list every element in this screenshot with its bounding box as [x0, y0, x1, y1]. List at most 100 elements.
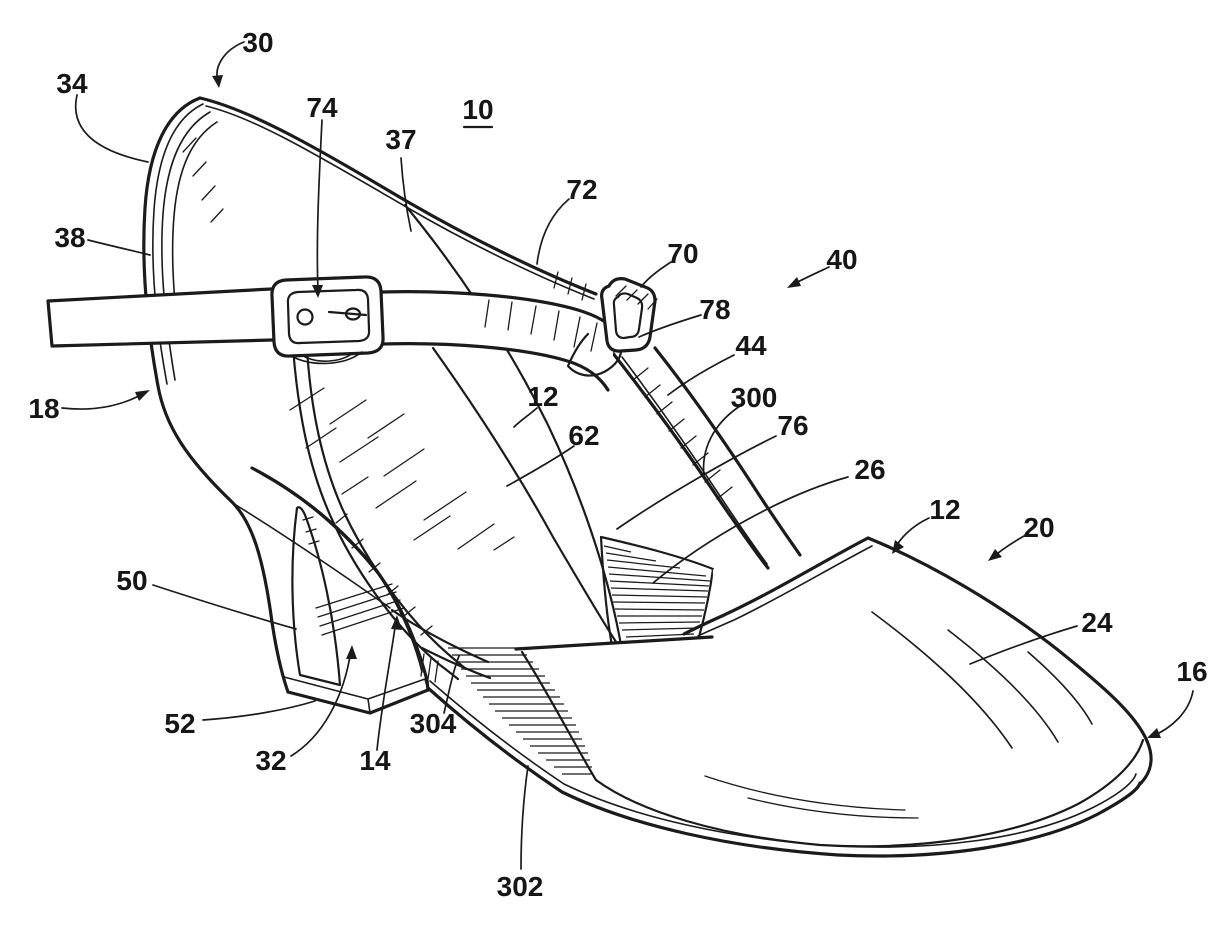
ref-label-302: 302 — [497, 765, 543, 902]
ref-text-74: 74 — [306, 92, 338, 123]
buckle-inner-frame — [286, 288, 371, 345]
ref-text-32: 32 — [255, 745, 286, 776]
quarter-front-lower-edge — [431, 346, 622, 650]
arrowhead-32 — [346, 645, 357, 659]
strap-ticks — [484, 299, 598, 352]
ref-label-74: 74 — [306, 92, 338, 298]
ref-text-70: 70 — [667, 238, 698, 269]
leader-70 — [640, 261, 672, 288]
leader-44 — [667, 354, 735, 396]
ref-label-76: 76 — [616, 410, 809, 530]
ref-label-304: 304 — [410, 655, 460, 739]
arch-hatch-304 — [448, 647, 593, 775]
ref-label-34: 34 — [56, 68, 149, 163]
leader-304 — [443, 655, 460, 714]
vamp-bottom-opening-edge — [514, 635, 714, 651]
leader-26 — [652, 476, 849, 584]
arrowhead-20 — [988, 549, 1002, 561]
leader-38 — [87, 239, 151, 256]
strap-under-buckle — [290, 351, 363, 365]
strap-left-edges — [46, 287, 274, 348]
ref-label-30: 30 — [212, 27, 274, 88]
ref-text-62: 62 — [568, 420, 599, 451]
ref-label-38: 38 — [54, 222, 151, 256]
toe-lower-curves — [704, 775, 919, 819]
gore-band — [599, 535, 715, 648]
ref-label-16: 16 — [1147, 656, 1208, 738]
ref-text-34: 34 — [56, 68, 88, 99]
footbed-hatch-ticks — [289, 387, 515, 551]
ref-text-26: 26 — [854, 454, 885, 485]
loop-inner — [612, 292, 644, 340]
arrowhead-30 — [212, 75, 223, 88]
ref-label-44: 44 — [667, 330, 767, 396]
gore-hatch — [603, 545, 711, 638]
ref-label-40: 40 — [787, 244, 858, 288]
ref-text-44: 44 — [735, 330, 767, 361]
buckle-strap-hole — [296, 308, 314, 326]
toe-highlight-curves — [871, 611, 1093, 749]
ref-text-40: 40 — [826, 244, 857, 275]
leader-50 — [152, 584, 297, 630]
strap-left-body — [48, 289, 272, 346]
ref-label-18: 18 — [28, 390, 150, 424]
leader-52 — [202, 700, 316, 721]
ref-text-12-right: 12 — [929, 494, 960, 525]
ref-text-78: 78 — [699, 294, 730, 325]
t-strap-body — [612, 348, 800, 568]
sole-mid-line — [429, 680, 1137, 848]
shank-top-lines — [390, 608, 492, 680]
arrowhead-74 — [312, 285, 323, 298]
leader-24 — [969, 625, 1078, 665]
t-strap-ticks — [632, 367, 733, 500]
ref-label-37: 37 — [385, 124, 417, 232]
quarter-inner-ticks — [182, 137, 224, 223]
toe-front-edge — [1138, 739, 1153, 786]
ref-label-12-right: 12 — [892, 494, 961, 554]
gore-outline — [599, 535, 715, 648]
ref-text-304: 304 — [410, 708, 457, 739]
leader-74 — [316, 119, 323, 291]
strap-loop — [600, 277, 658, 353]
leader-32 — [290, 649, 352, 757]
ref-text-16: 16 — [1176, 656, 1207, 687]
heel-window-outline — [291, 506, 342, 687]
arrowhead-12-right — [892, 540, 904, 554]
ref-text-24: 24 — [1081, 607, 1113, 638]
ref-text-72: 72 — [566, 174, 597, 205]
t-strap — [610, 346, 802, 570]
arrowhead-18 — [135, 390, 150, 401]
ref-label-24: 24 — [969, 607, 1113, 665]
leader-62 — [506, 445, 575, 487]
ref-label-12-mid: 12 — [513, 381, 559, 428]
leader-300 — [702, 405, 741, 477]
quarter-back-outline — [142, 96, 290, 694]
ref-label-32: 32 — [255, 645, 357, 776]
strap-fold-end — [566, 330, 623, 377]
ref-label-72: 72 — [536, 174, 598, 265]
leader-18 — [61, 391, 147, 410]
ankle-strap-and-buckle — [46, 275, 623, 392]
ref-label-10: 10 — [462, 94, 494, 129]
t-strap-binding-line — [621, 356, 768, 565]
ref-text-20: 20 — [1023, 512, 1054, 543]
ref-label-78: 78 — [638, 294, 731, 338]
heel-seat-line — [235, 504, 391, 609]
heel-face-lines — [315, 583, 405, 636]
ref-text-76: 76 — [777, 410, 808, 441]
ref-text-50: 50 — [116, 565, 147, 596]
heel-window-ticks — [302, 516, 320, 545]
ref-text-37: 37 — [385, 124, 416, 155]
leader-12-mid — [513, 407, 538, 428]
arrowhead-14 — [391, 615, 402, 630]
heel-breast-inner-line — [262, 474, 423, 673]
collar-ticks — [553, 271, 587, 301]
ref-text-300: 300 — [731, 382, 778, 413]
heel-waist-band — [291, 346, 468, 681]
leader-37 — [400, 157, 412, 232]
heel-waist-band-ticks — [335, 513, 433, 636]
heel — [235, 346, 492, 715]
vamp-body — [516, 538, 1147, 847]
